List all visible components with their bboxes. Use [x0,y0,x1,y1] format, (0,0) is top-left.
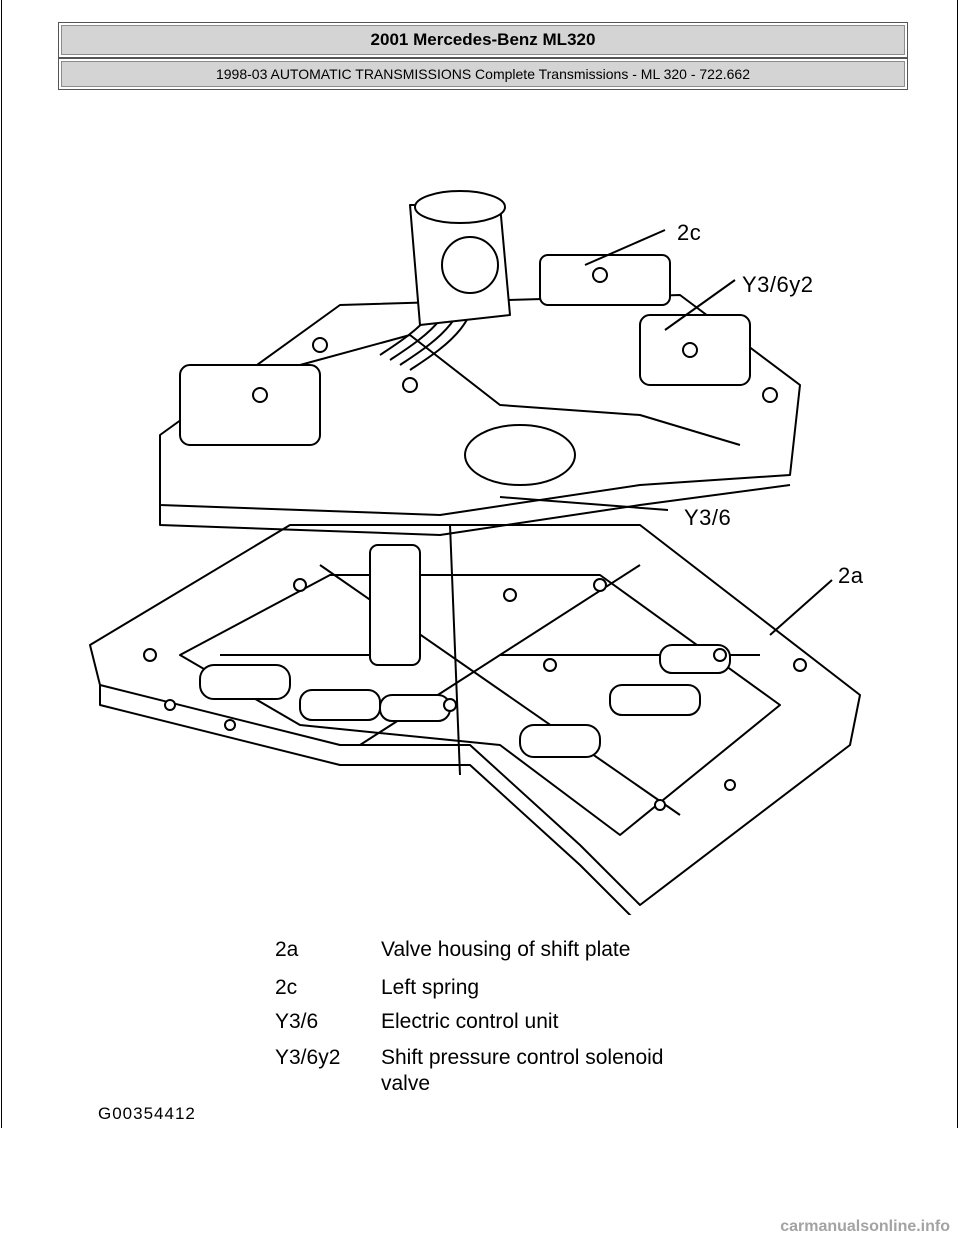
legend-desc: Valve housing of shift plate [381,938,631,961]
legend-desc: Left spring [381,976,480,999]
ecu-cover-left [179,364,321,446]
legend-code: 2a [275,938,299,961]
callout-y36: Y3/6 [684,505,732,530]
figure-id: G00354412 [98,1104,196,1123]
callout-y36y2: Y3/6y2 [742,272,814,297]
legend-desc: Electric control unit [381,1010,559,1033]
upper-unit-bolts [252,267,778,403]
page-border-right [957,0,958,1128]
page-border-left [1,0,2,1128]
center-bore [464,424,576,486]
legend-code: 2c [275,976,298,999]
solenoid-column [369,544,421,666]
lower-plate-bolts [143,578,807,811]
valve-body-illustration [89,190,861,915]
watermark: carmanualsonline.info [780,1218,950,1235]
valve-spools [199,644,731,758]
document-title: 2001 Mercedes-Benz ML320 [58,22,908,58]
callout-2a: 2a [838,563,864,588]
legend-desc: Shift pressure control solenoid [381,1046,664,1069]
callout-2c: 2c [677,220,702,245]
callout-leaders [499,229,833,636]
document-subtitle: 1998-03 AUTOMATIC TRANSMISSIONS Complete… [58,58,908,90]
legend-code: Y3/6 [275,1010,319,1033]
legend-desc: valve [381,1072,431,1095]
legend-code: Y3/6y2 [275,1046,341,1069]
shift-plate-lower-body [89,524,861,906]
document-header: 2001 Mercedes-Benz ML320 1998-03 AUTOMAT… [58,22,908,90]
